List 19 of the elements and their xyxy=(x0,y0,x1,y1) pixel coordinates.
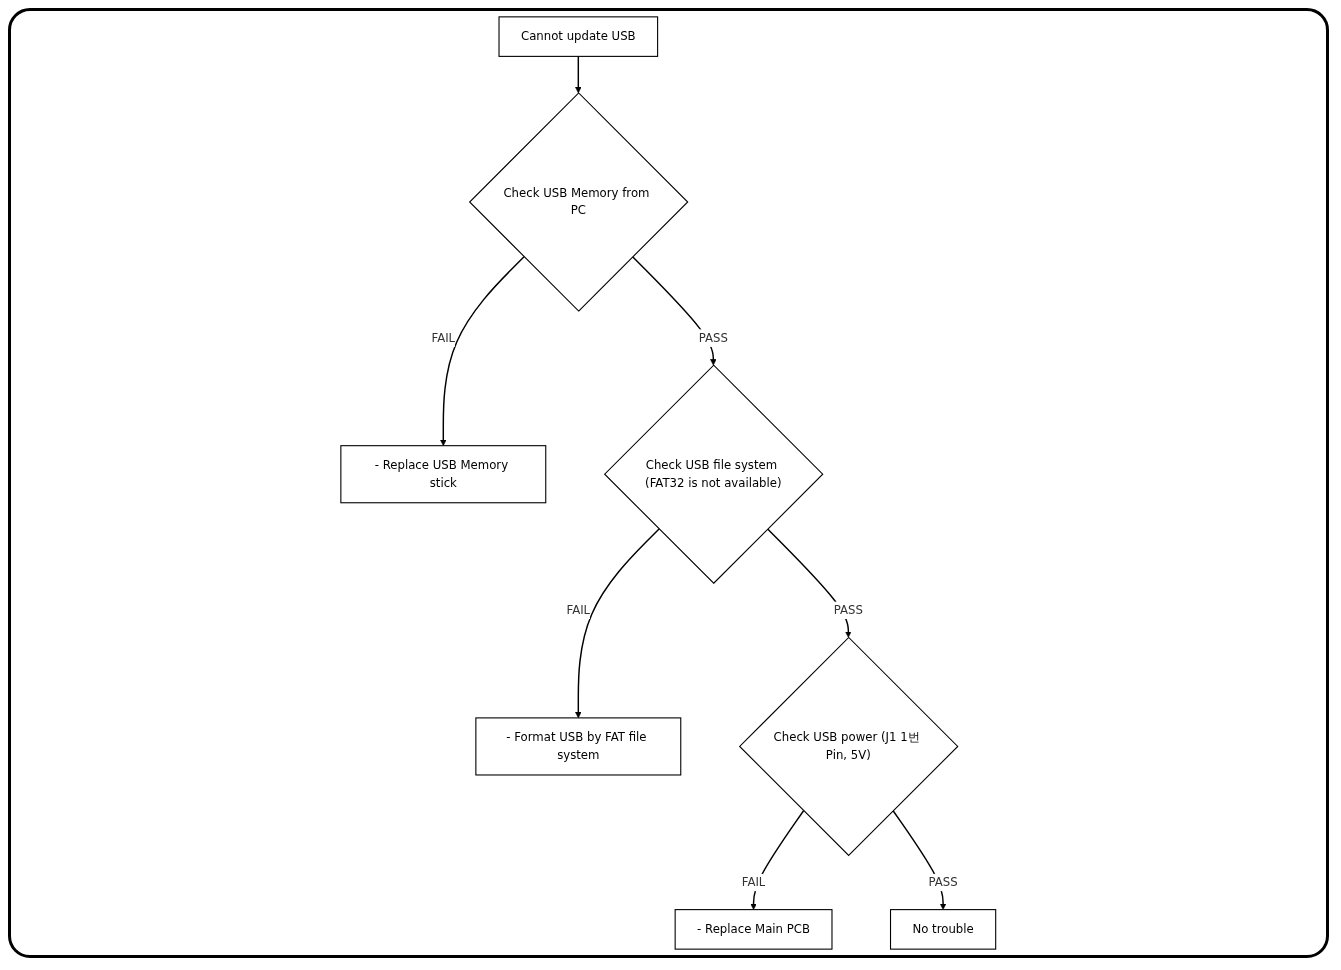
node-box xyxy=(340,445,547,504)
arrow xyxy=(440,256,525,446)
arrow xyxy=(750,810,805,910)
edge-label: PASS xyxy=(928,875,958,890)
edge-label: PASS xyxy=(833,603,864,617)
node-box xyxy=(475,717,682,776)
edge-label: FAIL xyxy=(431,330,456,345)
arrow xyxy=(575,528,660,719)
node-diamond xyxy=(739,636,959,857)
node-diamond xyxy=(469,92,689,312)
node-box xyxy=(674,909,833,950)
edge-label: PASS xyxy=(698,330,729,345)
edge-label: FAIL xyxy=(566,603,591,617)
node-box xyxy=(498,16,659,57)
node-box xyxy=(890,909,997,950)
node-diamond xyxy=(604,364,824,585)
arrow xyxy=(575,55,582,94)
edge-label: FAIL xyxy=(741,875,766,890)
frame-border: FAIL PASS FAIL PASS FAIL PASS Cannot update USB Check USB Memory from PC - Replace USB Memory stick Check USB file system (FAT32 is not available) - Format USB by FAT file system Check USB power (J1 1번 Pin, 5V) - Replace Main PCB No trouble xyxy=(8,8,1329,958)
